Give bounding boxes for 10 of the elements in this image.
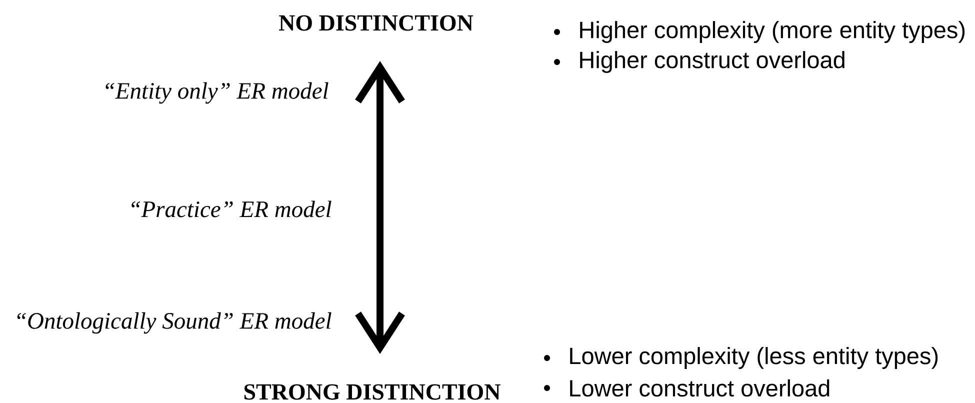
- model-label: “Ontologically Sound” ER model: [17, 312, 332, 334]
- bullet-item: Lower construct overload: [544, 379, 830, 397]
- bullet-item: Higher complexity (more entity types): [554, 21, 965, 43]
- bullet-item: Lower complexity (less entity types): [544, 347, 938, 369]
- pole-heading: NO DISTINCTION: [279, 15, 474, 31]
- double-arrow: [355, 61, 405, 354]
- bullet-item: Higher construct overload: [554, 51, 844, 73]
- model-label: “Practice” ER model: [132, 200, 332, 218]
- pole-heading: STRONG DISTINCTION: [244, 384, 500, 400]
- model-label: “Entity only” ER model: [106, 82, 328, 104]
